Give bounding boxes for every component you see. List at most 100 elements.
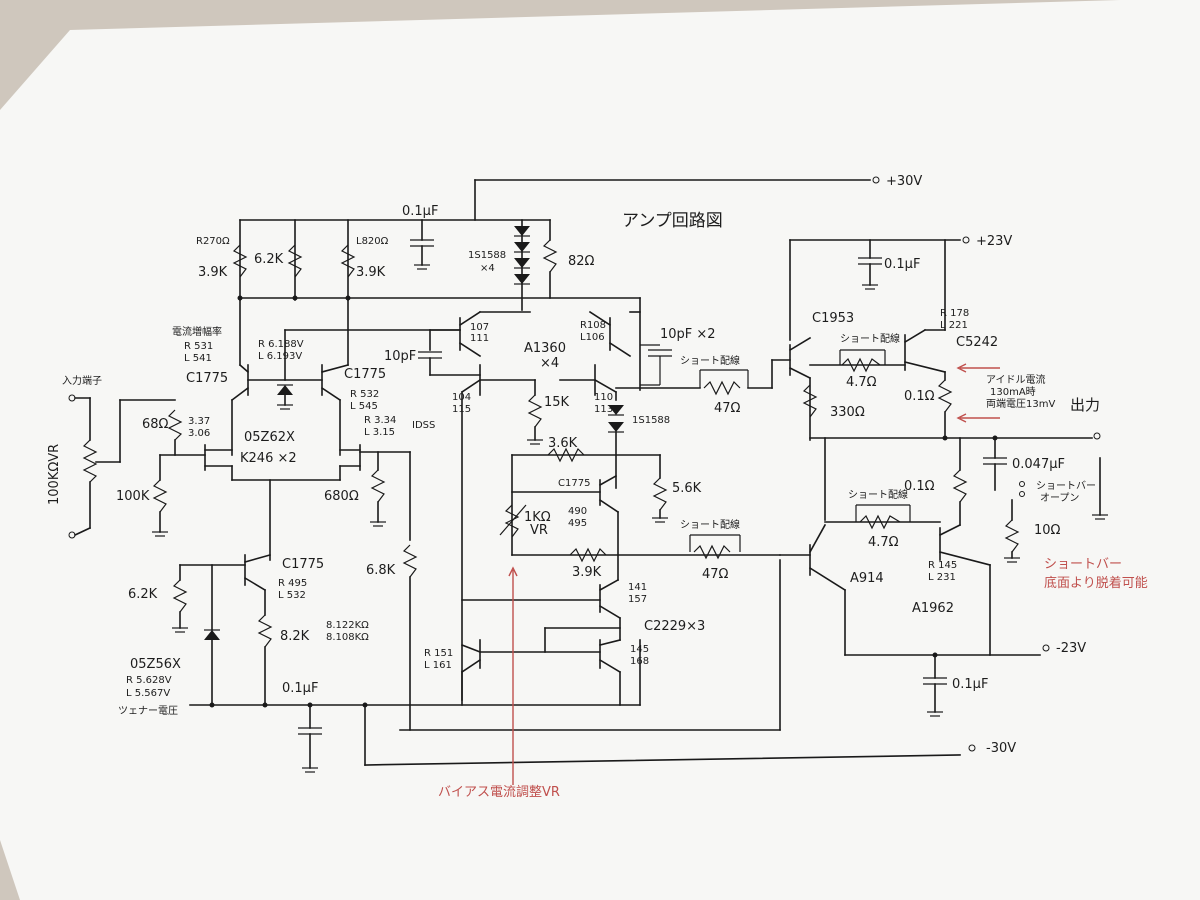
r56k-label: 5.6K <box>672 481 702 496</box>
zener-voltage-label: ツェナー電圧 <box>118 705 178 717</box>
short2-label: ショート配線 <box>848 488 908 501</box>
r178-label: R 178 <box>940 308 969 319</box>
fet-part-label: K246 ×2 <box>240 451 297 466</box>
q113-label: 113 <box>594 404 613 415</box>
l820-label: L820Ω <box>356 236 389 247</box>
input-r68-label: 68Ω <box>142 417 169 432</box>
r47b-label: 47Ω <box>702 567 729 582</box>
ccs-l532-label: L 532 <box>278 590 306 601</box>
r82-label: 82Ω <box>568 254 595 269</box>
short-top-label: ショート配線 <box>680 354 740 367</box>
c10pf2-label: 10pF ×2 <box>660 327 716 342</box>
rail-p30-label: +30V <box>886 174 922 189</box>
r270-label: R270Ω <box>196 236 230 247</box>
circuit-diagram: アンプ回路図 +30V +23V -23V -30V 入力端子 100KΩVR <box>47 174 1148 800</box>
l231-label: L 231 <box>928 572 956 583</box>
r47a-label: 47Ω <box>714 401 741 416</box>
q111-label: 111 <box>470 333 489 344</box>
ccs-c1775-label: C1775 <box>282 557 324 572</box>
r108-label: R108 <box>580 320 606 331</box>
input-terminal-label: 入力端子 <box>62 374 102 387</box>
q115-label: 115 <box>452 404 471 415</box>
ccs-k1-label: 8.122KΩ <box>326 620 369 631</box>
r47b-out-label: 4.7Ω <box>868 535 899 550</box>
fet-v2: 3.06 <box>188 428 210 439</box>
r145-label: R 145 <box>928 560 957 571</box>
diagram-title: アンプ回路図 <box>622 211 723 231</box>
idss-r-label: R 3.34 <box>364 415 396 426</box>
diode-count-label: ×4 <box>480 263 495 274</box>
shortbar-note-2: 底面より脱着可能 <box>1044 575 1148 591</box>
q104-label: 104 <box>452 392 471 403</box>
input-volume-vr <box>82 439 98 483</box>
idle-current: 130mA時 <box>990 386 1036 398</box>
shortbar-label: ショートバー <box>1036 480 1096 492</box>
r39k-left-label: 3.9K <box>198 265 228 280</box>
shortbar-open-label: オープン <box>1040 492 1079 504</box>
a1360-count: ×4 <box>540 356 559 371</box>
idss-label: IDSS <box>412 420 435 431</box>
q107-label: 107 <box>470 322 489 333</box>
diode-1s1588-label: 1S1588 <box>632 415 670 426</box>
shortbar-note-1: ショートバー <box>1044 557 1122 572</box>
zener-part-label: 05Z62X <box>244 430 295 445</box>
output-terminal-icon <box>1093 432 1101 440</box>
q157-label: 157 <box>628 594 647 605</box>
l221-label: L 221 <box>940 320 968 331</box>
c1775-left-label: C1775 <box>186 371 228 386</box>
ccs-r82k-label: 8.2K <box>280 629 310 644</box>
input-r100k-label: 100K <box>116 489 150 504</box>
l106-label: L106 <box>580 332 605 343</box>
ccs-zener-r: R 5.628V <box>126 675 172 686</box>
rail-n30-label: -30V <box>986 741 1016 756</box>
terminal-p30 <box>872 176 880 184</box>
idss-l-label: L 3.15 <box>364 427 395 438</box>
q145-label: 145 <box>630 644 649 655</box>
q141-label: 141 <box>628 582 647 593</box>
short-out-label: ショート配線 <box>840 332 900 345</box>
bias-h490: 490 <box>568 506 587 517</box>
ccs-cap-label: 0.1μF <box>282 681 318 696</box>
r01a-label: 0.1Ω <box>904 389 935 404</box>
output-label: 出力 <box>1070 396 1100 414</box>
zener-l-v: L 6.193V <box>258 351 302 362</box>
a1360-label: A1360 <box>524 341 566 356</box>
c10pf-label: 10pF <box>384 349 416 364</box>
r39k-bias-label: 3.9K <box>572 565 602 580</box>
r10-label: 10Ω <box>1034 523 1061 538</box>
r47-out-label: 4.7Ω <box>846 375 877 390</box>
terminal-n30 <box>968 744 976 752</box>
r330-label: 330Ω <box>830 405 865 420</box>
bias-h495: 495 <box>568 518 587 529</box>
terminal-n23 <box>1042 644 1050 652</box>
bias-vr-note: バイアス電流調整VR <box>438 785 560 800</box>
r68k-label: 6.8K <box>366 563 396 578</box>
a1962-label: A1962 <box>912 601 954 616</box>
rail-n23-label: -23V <box>1056 641 1086 656</box>
fet-v1: 3.37 <box>188 416 210 427</box>
c1953-label: C1953 <box>812 311 854 326</box>
vr-label: VR <box>530 523 548 538</box>
r151-label: R 151 <box>424 648 453 659</box>
gain-l-label: L 541 <box>184 353 212 364</box>
gain-rank-label: 電流増幅率 <box>172 325 222 338</box>
ccs-zener-label: 05Z56X <box>130 657 181 672</box>
ccs-zener-l: L 5.567V <box>126 688 170 699</box>
r15k-label: 15K <box>544 395 570 410</box>
ccs-r495-label: R 495 <box>278 578 307 589</box>
c1775-right-label: C1775 <box>344 367 386 382</box>
r39k-right-label: 3.9K <box>356 265 386 280</box>
cap047-label: 0.047μF <box>1012 457 1065 472</box>
rank-r-label: R 532 <box>350 389 379 400</box>
ccs-k2-label: 8.108KΩ <box>326 632 369 643</box>
cap-top-label: 0.1μF <box>402 204 438 219</box>
shortbar-pin2 <box>1019 491 1025 497</box>
q110-label: 110 <box>594 392 613 403</box>
q168-label: 168 <box>630 656 649 667</box>
terminal-p23 <box>962 236 970 244</box>
idle-title: アイドル電流 <box>986 373 1046 386</box>
gain-r-label: R 531 <box>184 341 213 352</box>
input-vr-label: 100KΩVR <box>47 444 62 505</box>
zener-r-v: R 6.188V <box>258 339 304 350</box>
